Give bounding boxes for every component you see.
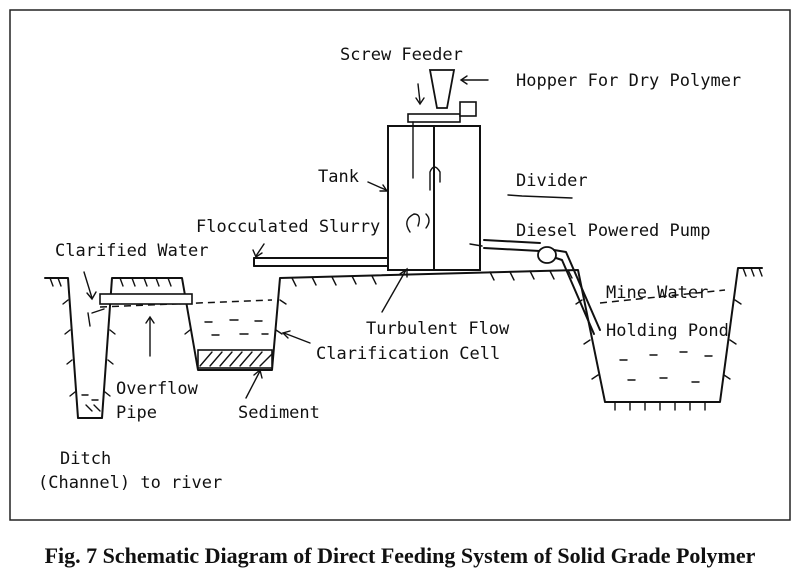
feeder-motor [459, 101, 477, 117]
ground-profile [44, 267, 763, 419]
flocculated-slurry-label: Flocculated Slurry [196, 217, 380, 237]
hopper [428, 69, 456, 109]
leader-arrows [83, 75, 573, 399]
pump-pipe [483, 239, 601, 335]
overflow-pipe [87, 293, 193, 327]
divider-flow-arrow [429, 166, 441, 191]
swirl-arrow-right [425, 213, 430, 229]
pipe-label: Pipe [116, 403, 157, 423]
clarification-cell-label: Clarification Cell [316, 344, 500, 364]
tank-label: Tank [318, 167, 359, 187]
diagram-border [9, 9, 791, 521]
swirl-arrow [406, 213, 421, 233]
sediment-label: Sediment [238, 403, 320, 423]
divider-label: Divider [516, 171, 588, 191]
channel-to-river-label: (Channel) to river [38, 473, 222, 493]
sediment-layer [197, 349, 273, 369]
screw-feeder-label: Screw Feeder [340, 45, 463, 65]
screw-feeder [407, 113, 461, 123]
water-marks [81, 319, 713, 401]
earth-hatching [49, 267, 763, 412]
hopper-label: Hopper For Dry Polymer [516, 71, 741, 91]
turbulent-flow-label: Turbulent Flow [366, 319, 510, 339]
ditch-label: Ditch [60, 449, 111, 469]
mine-water-label: Mine Water [606, 283, 708, 303]
mine-water-level [599, 289, 726, 304]
figure-caption: Fig. 7 Schematic Diagram of Direct Feedi… [45, 543, 756, 568]
overflow-label: Overflow [116, 379, 199, 399]
diesel-pump-label: Diesel Powered Pump [516, 221, 710, 241]
clarified-water-label: Clarified Water [55, 241, 209, 261]
sediment-hatching [199, 351, 273, 367]
holding-pond-label: Holding Pond [606, 321, 729, 341]
slurry-pipe [253, 257, 395, 267]
